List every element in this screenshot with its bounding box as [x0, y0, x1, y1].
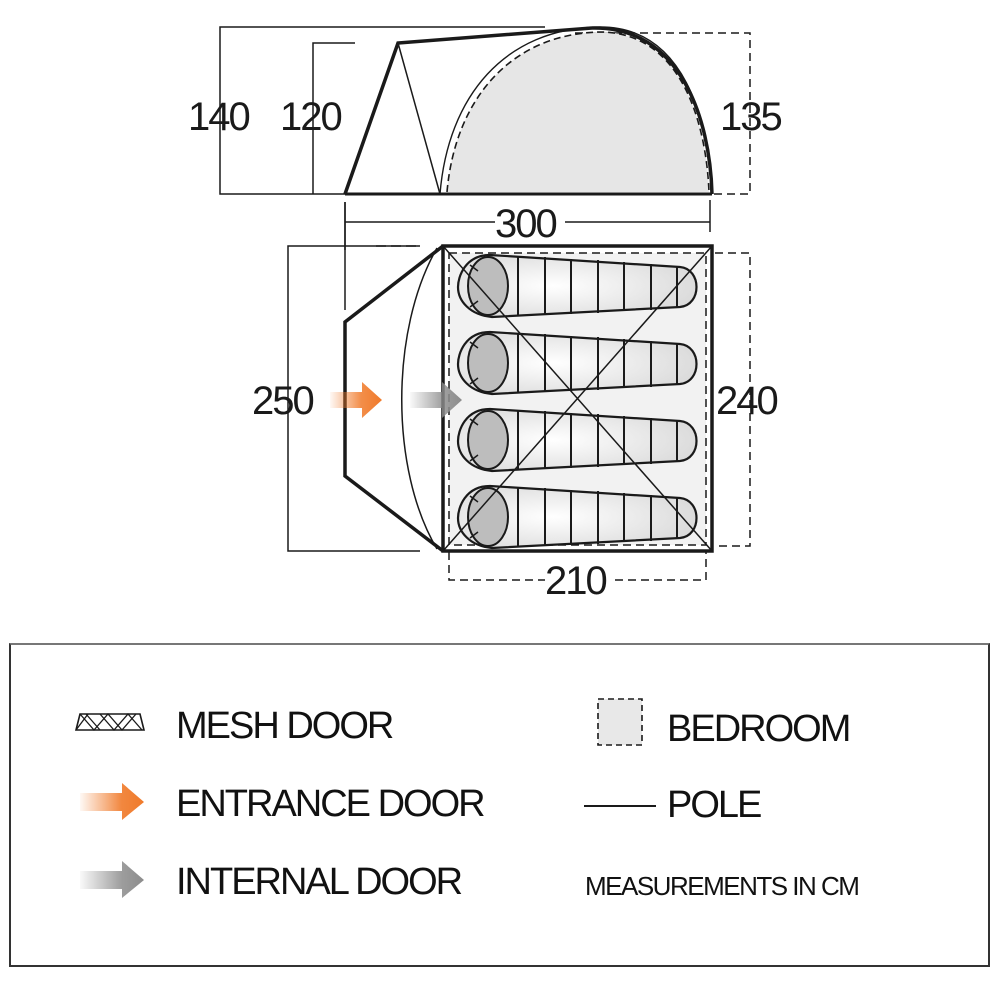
legend-item-bedroom: BEDROOM [667, 708, 851, 751]
mesh-door-icon [74, 713, 146, 731]
legend-label-internal-door: INTERNAL DOOR [176, 861, 463, 903]
dim-line-140 [219, 26, 545, 195]
label-height-140: 140 [188, 95, 249, 139]
internal-door-arrow-icon [80, 861, 144, 898]
legend-label-mesh-door: MESH DOOR [176, 705, 394, 747]
label-width-240: 240 [716, 379, 777, 423]
legend-item-internal-door: INTERNAL DOOR [176, 861, 463, 904]
bedroom-icon [597, 698, 643, 746]
side-elevation: 140 120 135 300 [188, 26, 783, 250]
label-width-250: 250 [252, 379, 313, 423]
label-length-300: 300 [495, 202, 556, 246]
legend-label-entrance-door: ENTRANCE DOOR [176, 783, 486, 825]
label-height-120: 120 [280, 95, 341, 139]
legend [9, 643, 990, 967]
dim-line-135 [575, 32, 751, 195]
entrance-door-arrow-icon [80, 783, 144, 820]
internal-arrow-icon [410, 382, 462, 418]
legend-label-bedroom: BEDROOM [667, 708, 851, 750]
tent-diagram: 140 120 135 300 250 240 2 [188, 26, 783, 603]
legend-item-mesh-door: MESH DOOR [176, 705, 394, 748]
plan-view: 250 240 210 [252, 202, 779, 603]
legend-label-pole: POLE [667, 784, 762, 826]
label-length-210: 210 [545, 559, 606, 603]
dim-line-120 [312, 42, 355, 194]
entrance-arrow-icon [330, 382, 382, 418]
legend-note: MEASUREMENTS IN CM [585, 871, 860, 902]
legend-item-pole: POLE [667, 784, 762, 827]
legend-item-entrance-door: ENTRANCE DOOR [176, 783, 486, 826]
label-height-135: 135 [720, 95, 781, 139]
pole-icon [584, 805, 656, 807]
measurements-note: MEASUREMENTS IN CM [585, 871, 860, 901]
